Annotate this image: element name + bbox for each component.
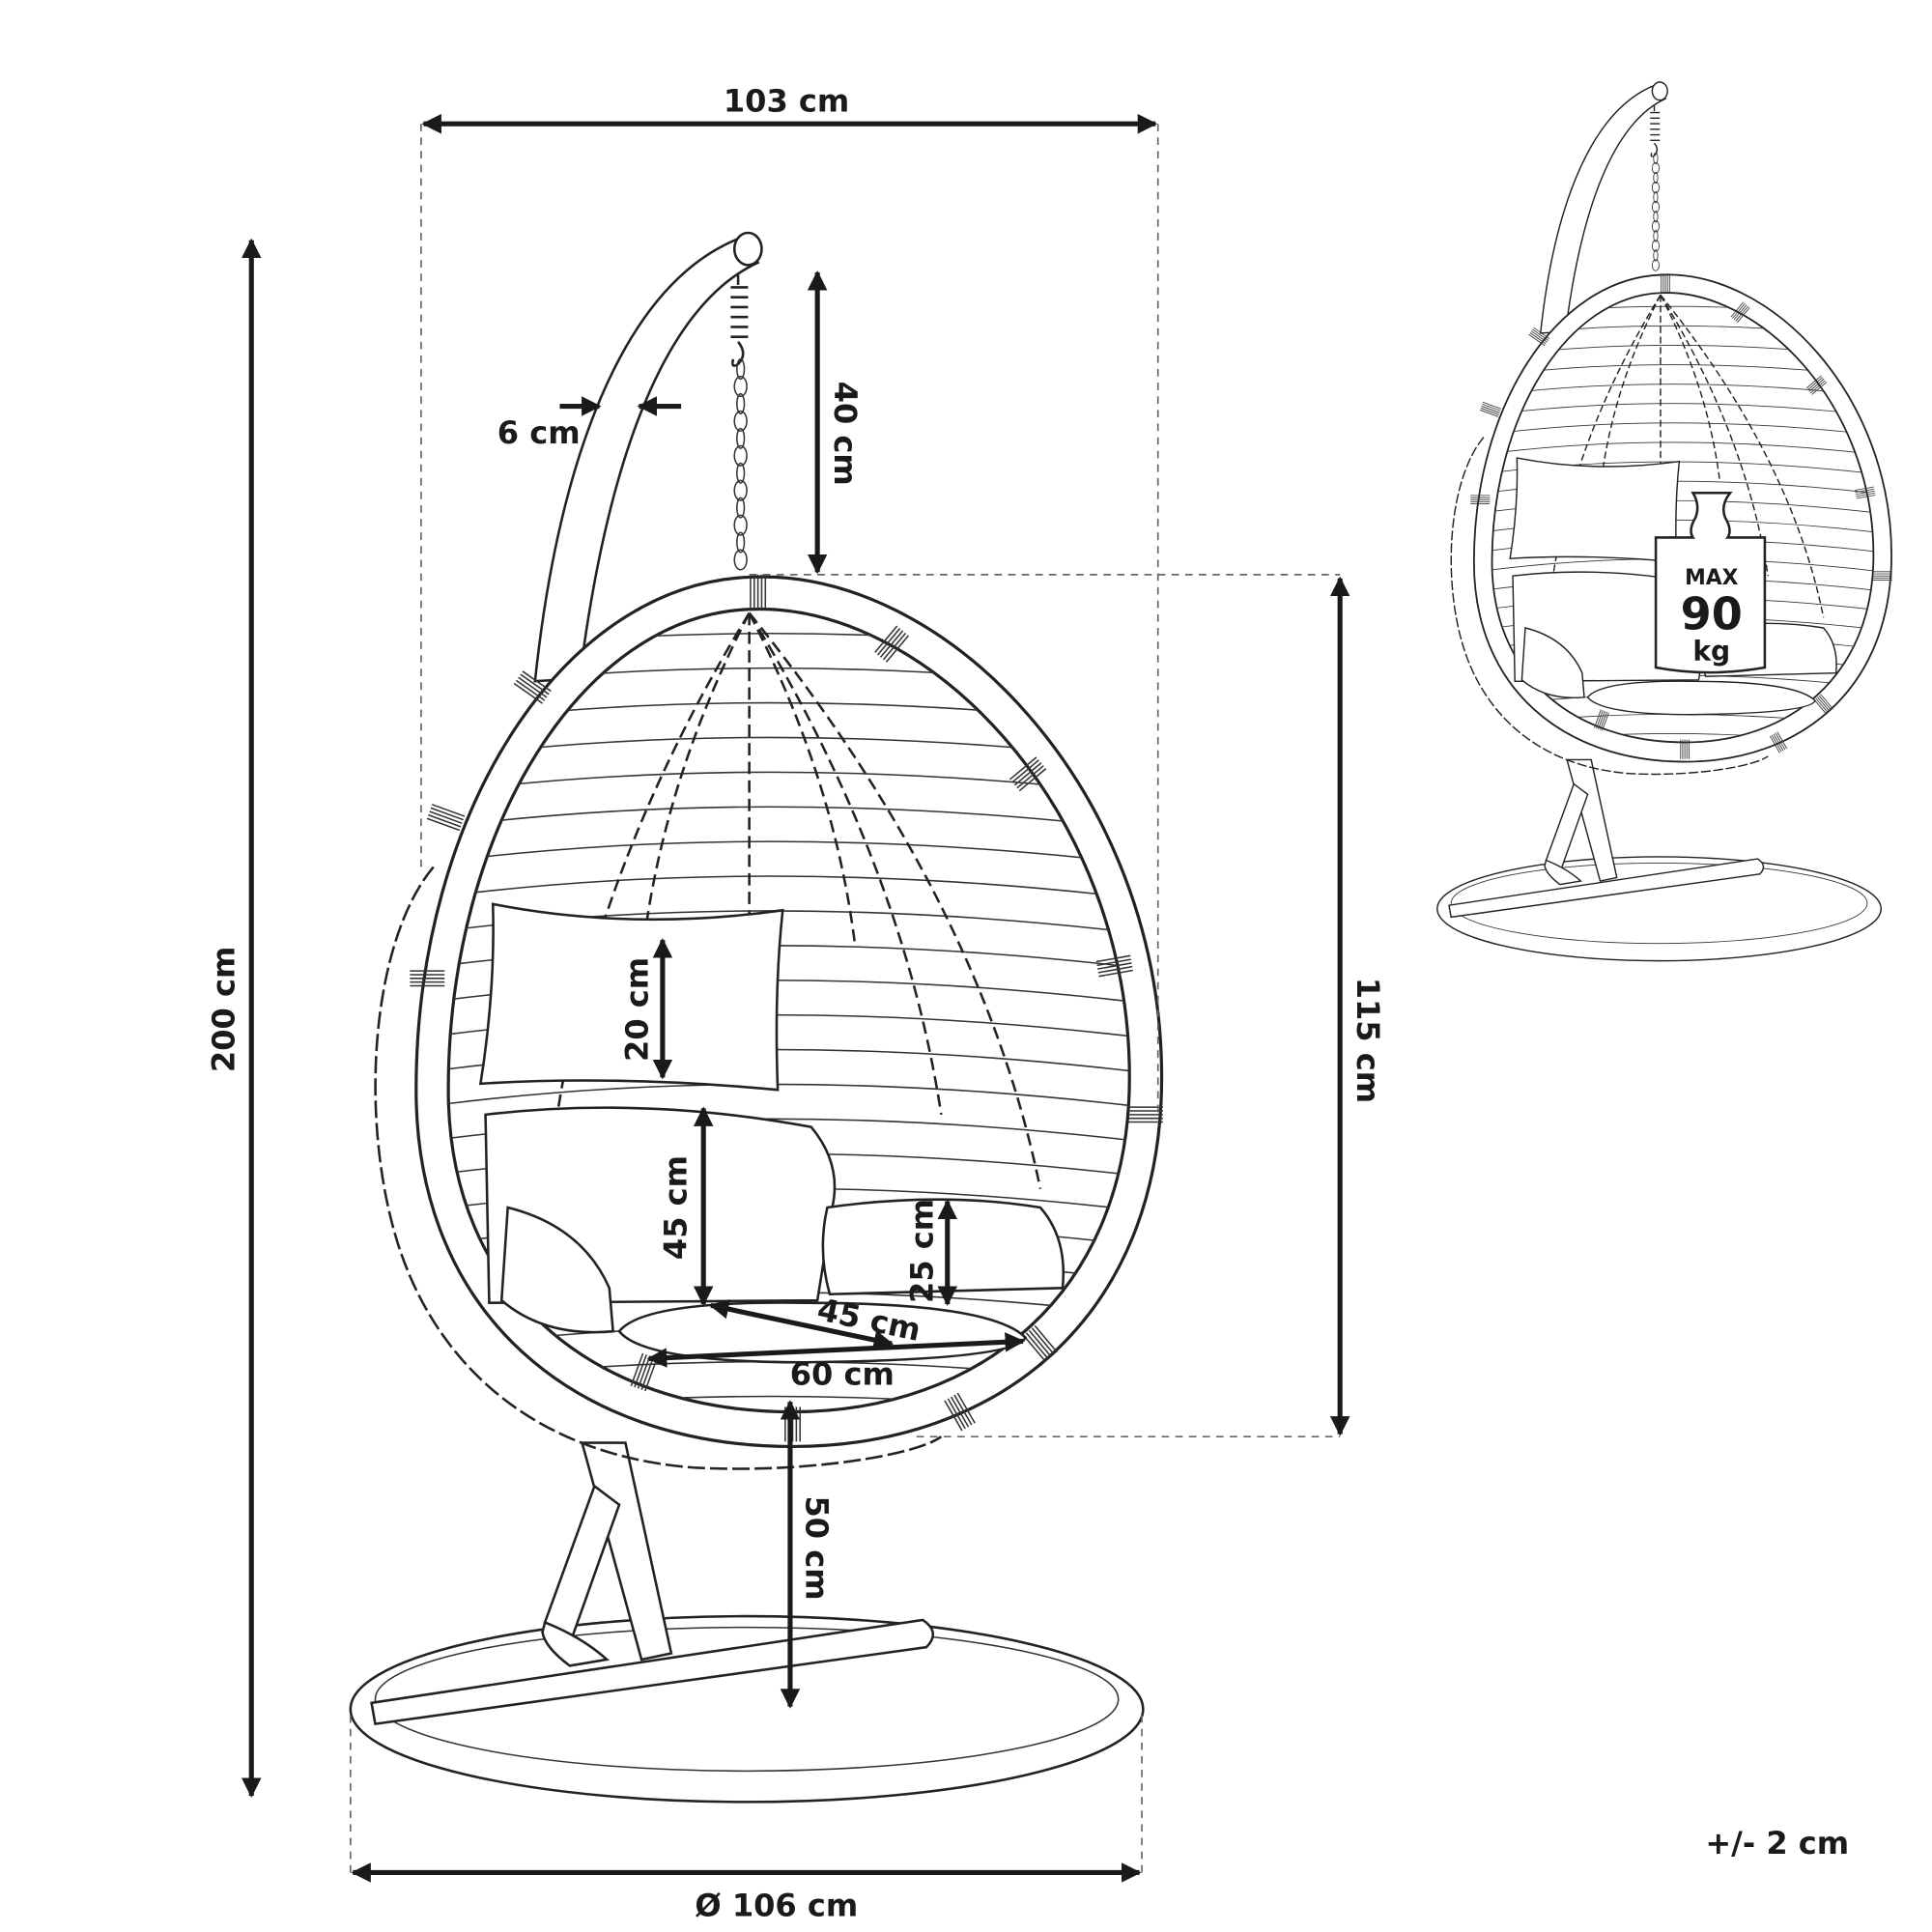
max-weight-badge: MAX 90 kg <box>1654 491 1767 674</box>
seat-width-label: 60 cm <box>790 1355 895 1392</box>
tube-label: 6 cm <box>497 414 581 451</box>
weight-value: 90 <box>1681 587 1743 639</box>
tolerance-label: +/- 2 cm <box>1705 1825 1849 1861</box>
chain-label: 40 cm <box>827 382 864 486</box>
chair-thumbnail <box>1437 82 1893 961</box>
dimension-arrows <box>242 113 1350 1883</box>
base-diameter-label: Ø 106 cm <box>695 1887 858 1923</box>
width-label: 103 cm <box>724 82 849 119</box>
chair-main-drawing <box>351 233 1164 1802</box>
basket-height-label: 115 cm <box>1350 978 1386 1103</box>
pillow-label: 20 cm <box>619 957 656 1062</box>
seat-floor-label: 50 cm <box>799 1495 836 1600</box>
weight-unit: kg <box>1692 635 1730 667</box>
seat-width-arrow <box>646 1332 1026 1368</box>
side-cushion-label: 25 cm <box>903 1199 940 1303</box>
weight-max-label: MAX <box>1685 566 1739 590</box>
backrest-label: 45 cm <box>657 1155 694 1260</box>
height-label: 200 cm <box>205 947 242 1072</box>
extension-lines <box>349 124 1341 1873</box>
weight-icon <box>1654 491 1767 674</box>
